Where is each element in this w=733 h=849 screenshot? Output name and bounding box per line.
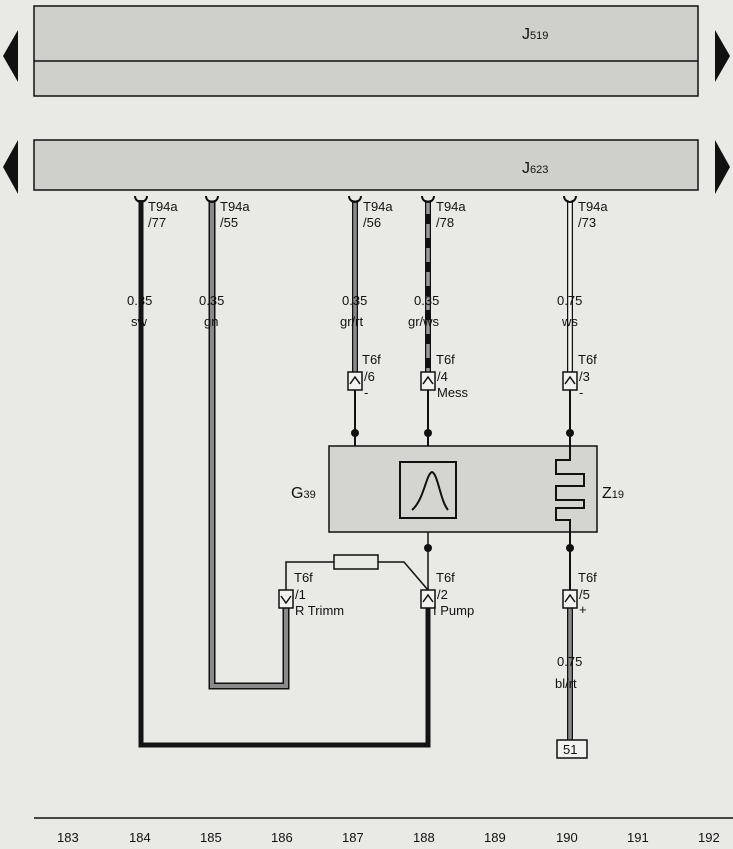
connector-t6f-2: T6f /2 I Pump	[420, 570, 474, 618]
connector-arrow-icon	[422, 375, 434, 385]
arrow-left-icon	[3, 140, 18, 194]
plug-icon	[563, 195, 577, 203]
svg-text:/55: /55	[220, 215, 238, 230]
svg-text:I Pump: I Pump	[433, 603, 474, 618]
heater-element-icon	[555, 446, 585, 540]
svg-text:T94a: T94a	[363, 199, 393, 214]
svg-text:T6f: T6f	[436, 570, 455, 585]
lower-wire-label: 0.75 bl/rt	[555, 654, 582, 691]
connector-t94a-56: T94a /56 0.35 gr/rt	[340, 195, 393, 329]
component-z19: Z19	[555, 446, 624, 540]
svg-text:/1: /1	[295, 587, 306, 602]
svg-text:T6f: T6f	[362, 352, 381, 367]
svg-text:T6f: T6f	[578, 570, 597, 585]
svg-text:T6f: T6f	[294, 570, 313, 585]
svg-text:T6f: T6f	[436, 352, 455, 367]
svg-text:0.35: 0.35	[342, 293, 367, 308]
terminal-51: 51	[556, 739, 588, 759]
connector-arrow-icon	[422, 593, 434, 603]
svg-text:sw: sw	[131, 314, 148, 329]
svg-text:0.75: 0.75	[557, 654, 582, 669]
svg-text:0.35: 0.35	[414, 293, 439, 308]
svg-text:/6: /6	[364, 369, 375, 384]
connector-t94a-77: T94a /77 0.35 sw	[127, 195, 178, 329]
svg-text:0.35: 0.35	[127, 293, 152, 308]
svg-text:bl/rt: bl/rt	[555, 676, 577, 691]
module-j519: J519	[3, 5, 730, 97]
module-j519-label: J519	[522, 26, 548, 43]
connector-t6f-4: T6f /4 Mess	[420, 352, 469, 400]
svg-text:192: 192	[698, 830, 720, 845]
connector-t94a-78: T94a /78 0.35 gr/ws	[408, 195, 466, 329]
component-z19-label: Z19	[602, 485, 624, 502]
svg-text:/77: /77	[148, 215, 166, 230]
component-g39-label: G39	[291, 485, 316, 502]
svg-text:/2: /2	[437, 587, 448, 602]
svg-text:190: 190	[556, 830, 578, 845]
svg-text:T94a: T94a	[578, 199, 608, 214]
arrow-left-icon	[3, 30, 18, 82]
module-j623: J623	[3, 139, 730, 194]
svg-text:183: 183	[57, 830, 79, 845]
plug-icon	[205, 195, 219, 203]
svg-text:-: -	[364, 385, 368, 400]
svg-text:/5: /5	[579, 587, 590, 602]
svg-text:/73: /73	[578, 215, 596, 230]
connector-t6f-5: T6f /5 +	[562, 570, 597, 617]
svg-text:-: -	[579, 385, 583, 400]
connector-arrow-icon	[349, 375, 361, 385]
svg-text:191: 191	[627, 830, 649, 845]
wire-gn	[208, 200, 290, 690]
svg-text:T6f: T6f	[578, 352, 597, 367]
connector-t94a-55: T94a /55 0.35 gn	[199, 195, 250, 329]
connector-t6f-3: T6f /3 -	[562, 352, 597, 400]
connector-t6f-1: T6f /1 R Trimm	[278, 570, 344, 618]
sensor-curve-icon	[411, 470, 449, 511]
svg-text:ws: ws	[561, 314, 578, 329]
svg-text:R Trimm: R Trimm	[295, 603, 344, 618]
plug-icon	[348, 195, 362, 203]
svg-text:185: 185	[200, 830, 222, 845]
splice-points	[351, 429, 574, 552]
svg-text:+: +	[579, 602, 587, 617]
svg-text:T94a: T94a	[148, 199, 178, 214]
connector-arrow-icon	[564, 375, 576, 385]
svg-text:Mess: Mess	[437, 385, 469, 400]
svg-text:51: 51	[563, 742, 577, 757]
trim-resistor	[333, 554, 379, 570]
component-g39: G39	[291, 445, 598, 533]
svg-text:gr/ws: gr/ws	[408, 314, 440, 329]
svg-text:186: 186	[271, 830, 293, 845]
svg-text:0.35: 0.35	[199, 293, 224, 308]
svg-text:T94a: T94a	[220, 199, 250, 214]
svg-text:gn: gn	[204, 314, 218, 329]
svg-text:189: 189	[484, 830, 506, 845]
plug-icon	[134, 195, 148, 203]
svg-text:/4: /4	[437, 369, 448, 384]
svg-text:184: 184	[129, 830, 151, 845]
connector-t6f-6: T6f /6 -	[347, 352, 381, 400]
wire-sw	[138, 200, 431, 748]
arrow-right-icon	[715, 140, 730, 194]
arrow-right-icon	[715, 30, 730, 82]
connector-t94a-73: T94a /73 0.75 ws	[557, 195, 608, 329]
svg-text:0.75: 0.75	[557, 293, 582, 308]
svg-text:gr/rt: gr/rt	[340, 314, 364, 329]
plug-icon	[421, 195, 435, 203]
module-j623-label: J623	[522, 160, 548, 177]
svg-text:188: 188	[413, 830, 435, 845]
svg-text:/56: /56	[363, 215, 381, 230]
svg-text:/78: /78	[436, 215, 454, 230]
connector-arrow-icon	[280, 595, 292, 605]
svg-text:/3: /3	[579, 369, 590, 384]
svg-text:187: 187	[342, 830, 364, 845]
connector-arrow-icon	[564, 593, 576, 603]
grid-scale: 183 184 185 186 187 188 189 190 191 192	[34, 817, 733, 845]
svg-text:T94a: T94a	[436, 199, 466, 214]
